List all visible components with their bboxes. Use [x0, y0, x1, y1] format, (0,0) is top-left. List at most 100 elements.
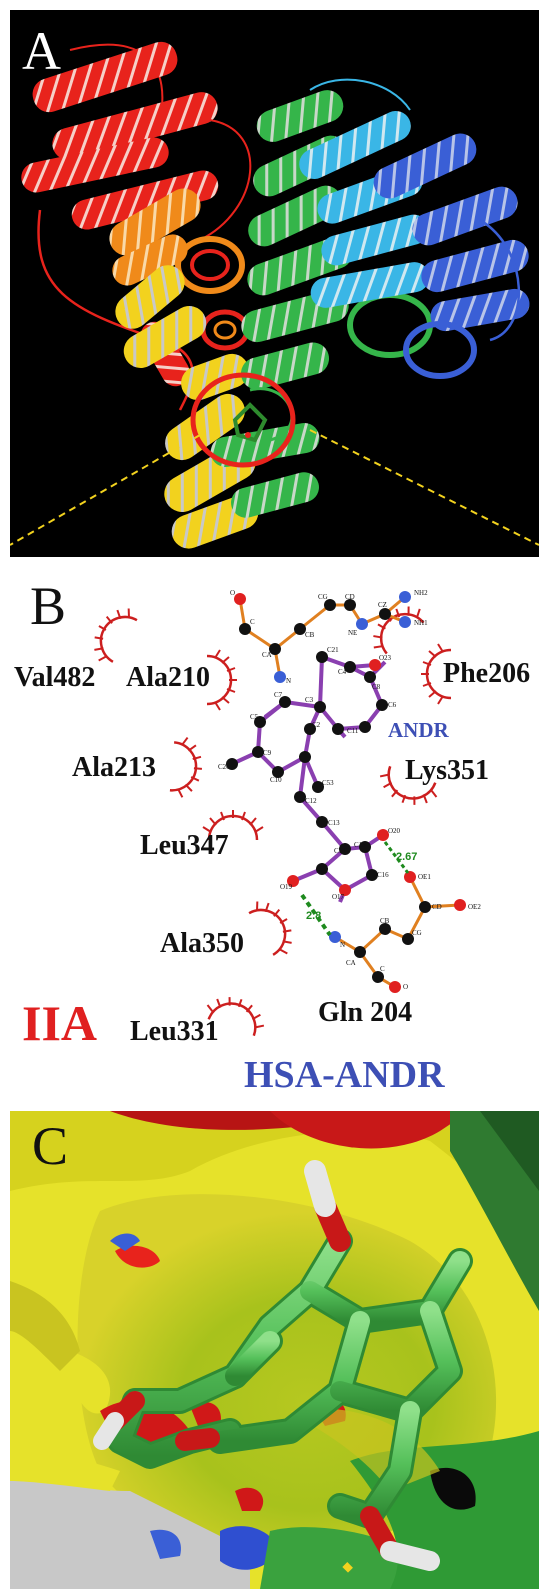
ligplot-diagram: O C CA CB CG CD NE CZ NH2 NH1 N C21 O23 … [82, 589, 481, 1040]
ligand-atoms [226, 651, 389, 896]
protein-ribbon-view: A [10, 10, 539, 557]
val482-arc [82, 598, 142, 669]
hbond-gln204 [300, 893, 332, 937]
ala350-arc [244, 891, 304, 962]
ligand-bonds [231, 655, 387, 903]
svg-text:C53: C53 [322, 779, 334, 787]
binding-pocket-surface: C [10, 1111, 539, 1589]
binding-site-circle [190, 372, 296, 468]
svg-text:C14: C14 [334, 847, 346, 855]
atom-nh1 [399, 616, 411, 628]
atom-ne [356, 618, 368, 630]
svg-text:CB: CB [305, 631, 315, 639]
svg-text:O19: O19 [280, 883, 293, 891]
panel-c: C [0, 1107, 539, 1589]
molecular-surface [10, 1111, 539, 1589]
svg-text:N: N [340, 941, 345, 949]
blue-domain [373, 133, 530, 379]
residue-val482: Val482 [14, 662, 96, 693]
svg-text:OE2: OE2 [468, 903, 481, 911]
residue-ala210: Ala210 [126, 662, 210, 693]
svg-text:C11: C11 [347, 727, 359, 735]
svg-text:C: C [380, 965, 385, 973]
residue-leu331: Leu331 [130, 1016, 219, 1047]
bottom-residue-bonds [334, 876, 461, 989]
residue-lys351: Lys351 [405, 755, 490, 786]
svg-text:C4: C4 [338, 668, 347, 676]
atom-cg-top [324, 599, 336, 611]
svg-text:OE1: OE1 [418, 873, 431, 881]
hbond-distance-lys351: 2.67 [396, 851, 417, 863]
svg-text:C3: C3 [305, 696, 314, 704]
svg-text:C6: C6 [388, 701, 397, 709]
atom-cb-bot [379, 923, 391, 935]
residue-leu347: Leu347 [140, 830, 229, 861]
svg-text:C5: C5 [250, 713, 259, 721]
atom-c-top [239, 623, 251, 635]
atom-n-bot [329, 931, 341, 943]
zoom-line-right [309, 429, 539, 546]
svg-text:O: O [403, 983, 408, 991]
svg-text:C15: C15 [354, 841, 366, 849]
residue-ala213: Ala213 [72, 752, 156, 783]
panel-b: O C CA CB CG CD NE CZ NH2 NH1 N C21 O23 … [0, 557, 539, 1107]
svg-text:CG: CG [412, 929, 422, 937]
panel-a: A [0, 0, 539, 557]
atom-c-bot [372, 971, 384, 983]
svg-text:C21: C21 [327, 646, 339, 654]
atom-o-bot [389, 981, 401, 993]
svg-text:NH1: NH1 [414, 619, 428, 627]
atom-oe2 [454, 899, 466, 911]
svg-text:C20: C20 [218, 763, 230, 771]
atom-nh2 [399, 591, 411, 603]
ligand-sticks [93, 1160, 473, 1571]
svg-text:CB: CB [380, 917, 390, 925]
residue-gln204: Gln 204 [318, 997, 413, 1028]
atom-cb-top [294, 623, 306, 635]
atom-cz [379, 608, 391, 620]
svg-text:O23: O23 [379, 654, 392, 662]
atom-cg-bot [402, 933, 414, 945]
zoom-line-left [10, 434, 201, 546]
svg-text:C10: C10 [270, 776, 282, 784]
panel-c-label: C [32, 1116, 69, 1176]
svg-text:N: N [286, 677, 291, 685]
svg-text:O20: O20 [388, 827, 401, 835]
atom-cd-bot [419, 901, 431, 913]
svg-text:CZ: CZ [378, 601, 387, 609]
atom-cd-top [344, 599, 356, 611]
svg-text:O: O [230, 589, 235, 597]
svg-text:CD: CD [432, 903, 442, 911]
svg-text:CA: CA [346, 959, 356, 967]
ala210-arc [205, 648, 239, 712]
svg-text:C12: C12 [305, 797, 317, 805]
svg-text:NE: NE [348, 629, 357, 637]
panel-a-label: A [22, 21, 61, 81]
protein-ribbon-structure [10, 41, 539, 549]
atom-o-top [234, 593, 246, 605]
complex-label: HSA-ANDR [244, 1054, 445, 1096]
atom-oe1 [404, 871, 416, 883]
svg-text:C16: C16 [377, 871, 389, 879]
ligand-site [232, 402, 268, 443]
residue-ala350: Ala350 [160, 928, 244, 959]
atom-ca-top [269, 643, 281, 655]
ligand-label: ANDR [388, 718, 449, 742]
svg-text:C9: C9 [263, 749, 272, 757]
svg-text:C8: C8 [372, 683, 381, 691]
svg-text:C: C [250, 618, 255, 626]
atom-ca-bot [354, 946, 366, 958]
panel-b-label: B [30, 576, 67, 636]
svg-text:CG: CG [318, 593, 328, 601]
hbond-distance-gln204: 2.8 [306, 910, 321, 922]
ala213-arc [168, 735, 206, 801]
svg-text:O17: O17 [332, 893, 345, 901]
svg-text:C13: C13 [328, 819, 340, 827]
svg-text:NH2: NH2 [414, 589, 428, 597]
site-label: IIA [22, 995, 98, 1051]
atom-n-top [274, 671, 286, 683]
svg-text:CD: CD [345, 593, 355, 601]
atom-labels: O C CA CB CG CD NE CZ NH2 NH1 N C21 O23 … [218, 589, 481, 991]
residue-phe206: Phe206 [443, 658, 531, 689]
svg-text:C2: C2 [312, 721, 321, 729]
